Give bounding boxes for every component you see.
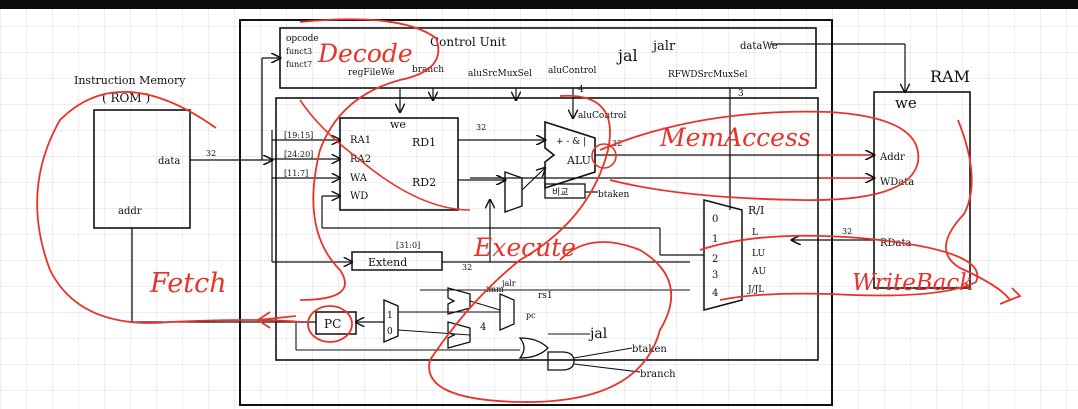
wb-mux-in-3: 3 bbox=[712, 270, 718, 281]
regfile-rd1-width: 32 bbox=[476, 123, 486, 132]
ram-addr-label: Addr bbox=[879, 152, 905, 163]
regfile-port-wa: WA bbox=[350, 173, 368, 184]
decode-loop bbox=[299, 18, 440, 301]
cu-signal-regfilewe: regFileWe bbox=[348, 68, 395, 78]
instruction-memory: Instruction Memory ( ROM ) data addr 32 bbox=[74, 58, 316, 323]
pc-rs1-label: rs1 bbox=[538, 291, 553, 301]
control-unit-title: Control Unit bbox=[430, 35, 506, 49]
annotation-write-back: WriteBack bbox=[852, 270, 973, 296]
imem-addr-label: addr bbox=[118, 206, 142, 217]
ram-we-label: we bbox=[895, 94, 917, 112]
alu: + - & | ALU aluControl 32 비교 btaken bbox=[544, 111, 730, 200]
alu-src-mux bbox=[504, 171, 523, 213]
pc-highlight bbox=[307, 305, 353, 343]
cu-field-opcode: opcode bbox=[286, 34, 319, 44]
writeback-loop bbox=[699, 234, 979, 301]
regfile-we-label: we bbox=[390, 118, 406, 131]
wb-mux-in-1: 1 bbox=[712, 234, 718, 245]
wb-mux-in-4: 4 bbox=[712, 288, 718, 299]
or-gate bbox=[518, 337, 549, 359]
pc-jalr-label: jalr bbox=[501, 279, 516, 288]
imem-subtitle: ( ROM ) bbox=[102, 91, 150, 105]
ram-bus-width: 32 bbox=[842, 227, 852, 236]
pc-logic: PC 1 0 imm 4 jalr rs1 pc jal btaken bran… bbox=[295, 279, 690, 380]
pc-logic-btaken: btaken bbox=[632, 344, 667, 355]
fetch-arrow-icon bbox=[256, 311, 297, 329]
imem-bus-width: 32 bbox=[206, 149, 216, 158]
cu-signal-alusrcmuxsel: aluSrcMuxSel bbox=[468, 69, 532, 79]
pc-mux-in-0: 0 bbox=[387, 327, 393, 337]
top-bar bbox=[0, 0, 1078, 9]
imem-box bbox=[93, 109, 191, 229]
cu-signal-jalr: jalr bbox=[651, 39, 676, 54]
cu-signal-alucontrol: aluControl bbox=[548, 66, 596, 76]
wb-label-au: AU bbox=[751, 267, 766, 277]
datapath-boundary bbox=[275, 97, 819, 361]
pc-adder-4: 4 bbox=[480, 322, 486, 333]
wb-mux-in-2: 2 bbox=[712, 254, 718, 265]
regfile-port-rd1: RD1 bbox=[412, 136, 436, 149]
annotation-fetch: Fetch bbox=[149, 268, 227, 299]
alu-control-label: aluControl bbox=[578, 111, 626, 121]
cu-field-funct7: funct7 bbox=[286, 60, 312, 69]
annotation-mem-access: MemAccess bbox=[659, 123, 811, 152]
ram-wdata-label: WData bbox=[880, 177, 914, 188]
regfile-in-rs2: [24:20] bbox=[284, 150, 313, 159]
cpu-boundary bbox=[239, 19, 833, 406]
cu-width-alucontrol: 4 bbox=[578, 85, 584, 95]
pc-logic-branch: branch bbox=[640, 369, 676, 380]
extend-unit: Extend [31:0] 32 bbox=[272, 200, 690, 272]
fetch-loop bbox=[36, 91, 301, 324]
execute-loop bbox=[428, 94, 673, 403]
cu-signal-datawe: dataWe bbox=[740, 41, 778, 52]
ram-title: RAM bbox=[930, 67, 970, 86]
extend-width-out: 32 bbox=[462, 263, 472, 272]
cu-signal-jal: jal bbox=[616, 46, 638, 65]
writeback-arrow-icon bbox=[945, 119, 1022, 305]
alu-btaken-label: btaken bbox=[598, 190, 630, 200]
pc-logic-jal: jal bbox=[588, 326, 608, 342]
stage-annotations: Fetch Decode Execute MemAccess WriteBack bbox=[36, 18, 1022, 403]
imem-data-label: data bbox=[158, 156, 180, 167]
cu-signal-rfwdsrcmuxsel: RFWDSrcMuxSel bbox=[668, 70, 748, 80]
extend-width-in: [31:0] bbox=[396, 241, 420, 250]
ram: RAM we Addr WData RData 32 bbox=[470, 67, 971, 289]
alu-comparator-label: 비교 bbox=[552, 187, 569, 198]
pc-pc-label: pc bbox=[526, 311, 536, 320]
pc-label: PC bbox=[324, 317, 341, 331]
wb-label-ri: R/I bbox=[748, 204, 764, 217]
wb-label-jjl: J/JL bbox=[747, 285, 764, 295]
pc-mux-in-1: 1 bbox=[387, 311, 393, 321]
annotation-execute: Execute bbox=[473, 233, 576, 262]
wb-label-lu: LU bbox=[752, 249, 765, 259]
annotation-decode: Decode bbox=[317, 39, 413, 68]
alu-label: ALU bbox=[566, 154, 591, 167]
wb-mux-in-0: 0 bbox=[712, 214, 718, 225]
cu-width-rfwdsel: 3 bbox=[738, 89, 744, 99]
mem-access-loop bbox=[599, 110, 920, 201]
cu-field-funct3: funct3 bbox=[286, 47, 312, 56]
extend-label: Extend bbox=[368, 256, 407, 269]
ram-rdata-label: RData bbox=[880, 238, 912, 249]
regfile-port-wd: WD bbox=[350, 191, 368, 202]
register-file: we [19:15] [24:20] [11:7] RA1 RA2 WA WD … bbox=[271, 117, 545, 262]
alu-ops: + - & | bbox=[556, 137, 586, 147]
and-gate bbox=[547, 351, 575, 371]
regfile-in-rs1: [19:15] bbox=[284, 131, 313, 140]
writeback-mux: 0 1 2 3 4 R/I L LU AU J/JL bbox=[321, 155, 766, 311]
regfile-port-rd2: RD2 bbox=[412, 176, 436, 189]
control-unit: Control Unit opcode funct3 funct7 regFil… bbox=[279, 27, 905, 198]
regfile-in-rd: [11:7] bbox=[284, 169, 308, 178]
regfile-port-ra1: RA1 bbox=[350, 135, 371, 146]
wb-label-l: L bbox=[752, 228, 758, 238]
imem-title: Instruction Memory bbox=[74, 74, 186, 87]
